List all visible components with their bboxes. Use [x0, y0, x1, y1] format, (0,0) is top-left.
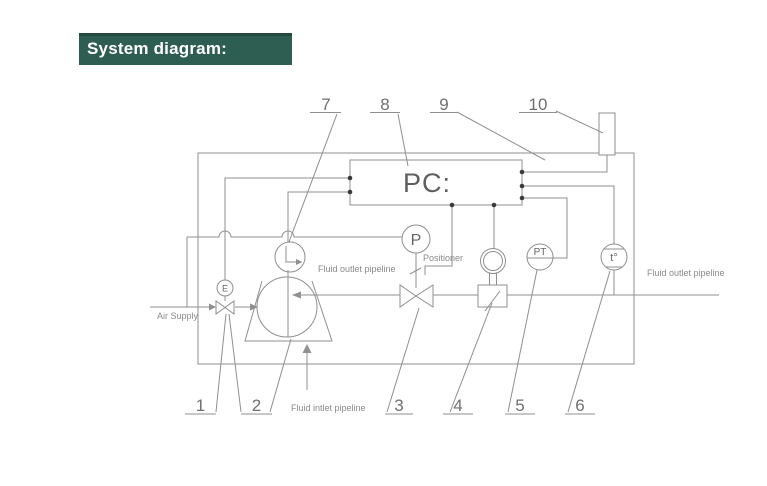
leader-line-8: [397, 113, 409, 167]
page-title: System diagram:: [87, 39, 227, 58]
flow-arrowheads: [209, 259, 312, 353]
leader-line-1: [215, 313, 227, 413]
pressure-transmitter-pt: [526, 243, 554, 271]
callout-underlines: [185, 112, 595, 415]
callout-8: 8: [380, 95, 389, 114]
temperature-sensor: [600, 243, 628, 295]
air-supply-label: Air Supply: [157, 311, 199, 321]
junction-dots: [347, 169, 525, 208]
callout-6: 6: [575, 396, 584, 415]
temperature-sensor-label: t°: [610, 252, 617, 264]
control-valve: [399, 284, 434, 308]
system-enclosure-outline: [197, 152, 635, 365]
outlet-flow-arrow-icon: [292, 291, 301, 299]
air-to-pump-arrow-icon: [250, 303, 258, 311]
leader-line-6: [567, 270, 611, 413]
leader-line-2a: [228, 313, 242, 413]
leader-lines: [215, 110, 611, 413]
air-supply-arrow-icon: [209, 303, 216, 311]
gauge-needle-arrow-icon: [296, 259, 303, 265]
callout-10: 10: [529, 95, 548, 114]
pc-signal-lines: [224, 155, 615, 280]
leader-line-4: [449, 302, 493, 413]
pc-controller-label: PC:: [403, 168, 451, 198]
filter-indicator-label: E: [222, 284, 228, 294]
callout-3: 3: [394, 396, 403, 415]
vent-stack: [598, 112, 616, 156]
fluid-outlet-label-left: Fluid outlet pipeline: [318, 264, 396, 274]
positioner-label: Positioner: [423, 253, 463, 263]
pressure-gauge-p: [401, 224, 431, 288]
pump-symbol: [244, 270, 333, 342]
flow-direction-gauge: [274, 241, 306, 273]
air-filter-valve: [215, 279, 235, 315]
fluid-outlet-label-right: Fluid outlet pipeline: [647, 268, 725, 278]
pc-controller-box: [349, 159, 523, 206]
callout-1: 1: [196, 396, 205, 415]
pressure-transmitter-label: PT: [534, 247, 547, 258]
callout-4: 4: [453, 396, 462, 415]
leader-line-5: [507, 269, 538, 413]
callout-7: 7: [321, 95, 330, 114]
flow-sensor: [477, 248, 508, 312]
leader-line-9: [456, 111, 546, 161]
leader-line-2b: [269, 338, 292, 413]
inlet-flow-arrow-icon: [302, 344, 312, 353]
leader-line-7: [288, 113, 338, 243]
pressure-gauge-label: P: [411, 232, 422, 249]
fluid-inlet-label: Fluid intlet pipeline: [291, 403, 366, 413]
section-header: System diagram:: [79, 33, 292, 65]
leader-line-10: [555, 110, 604, 134]
callout-5: 5: [515, 396, 524, 415]
leader-line-3: [386, 307, 420, 413]
callout-2: 2: [252, 396, 261, 415]
callout-9: 9: [439, 95, 448, 114]
